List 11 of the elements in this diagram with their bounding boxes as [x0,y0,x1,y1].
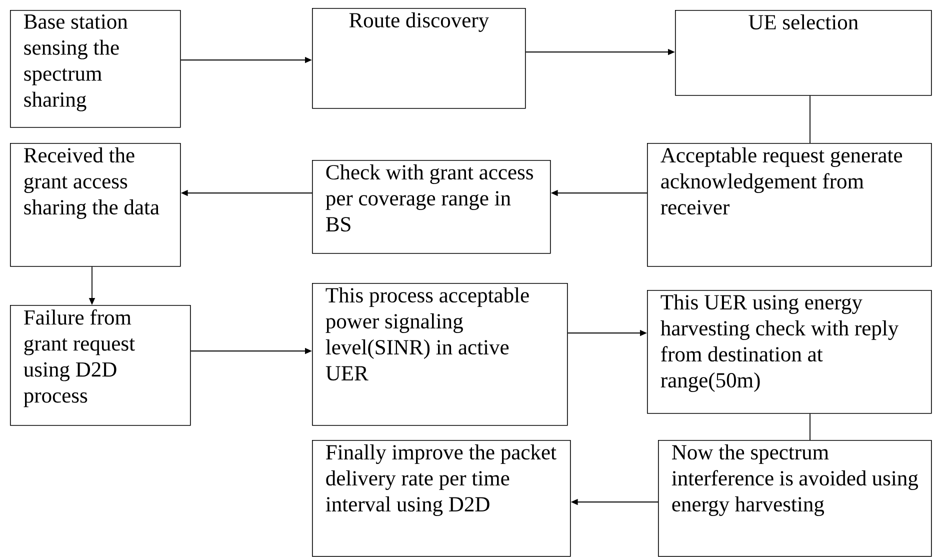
process-box: Acceptable request generate acknowledgement from receiver [647,143,932,267]
process-box: Check with grant access per coverage range in BS [312,160,551,254]
process-box: Route discovery [312,8,526,109]
process-box: Base station sensing the spectrum sharing [10,10,181,128]
process-box: Received the grant access sharing the data [10,143,181,267]
process-box: Failure from grant request using D2D process [10,305,191,426]
process-box: This UER using energy harvesting check with reply from destination at range(50m) [647,290,932,414]
process-box: UE selection [675,10,932,96]
process-box: Finally improve the packet delivery rate per time interval using D2D [312,440,571,557]
process-box: Now the spectrum interference is avoided using energy harvesting [658,440,932,557]
process-box: This process acceptable power signaling level(SINR) in active UER [312,283,568,426]
